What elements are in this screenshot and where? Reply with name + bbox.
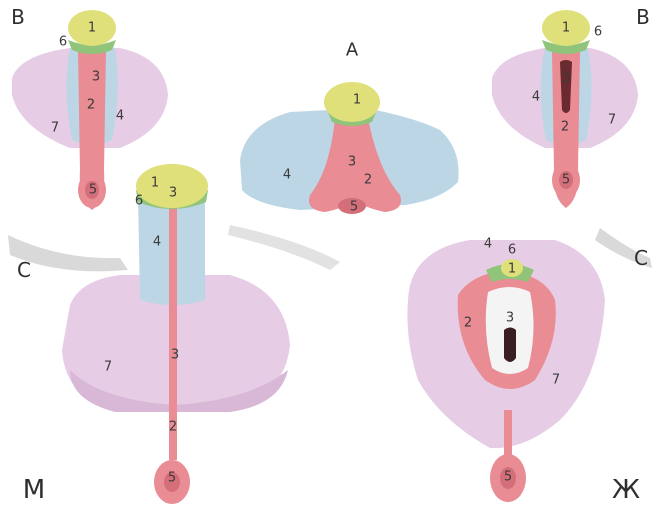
stage-female: 1 4 6 2 3 7 5 bbox=[407, 237, 605, 503]
label-5: 5 bbox=[504, 470, 512, 485]
stage-male: 1 3 6 4 3 7 2 5 bbox=[62, 164, 290, 504]
label-6: 6 bbox=[508, 243, 516, 258]
label-5: 5 bbox=[562, 173, 570, 188]
label-3b: 3 bbox=[171, 348, 179, 363]
label-4: 4 bbox=[153, 235, 161, 250]
label-3: 3 bbox=[562, 71, 570, 86]
panel-letter-top-center: А bbox=[346, 40, 359, 61]
label-6: 6 bbox=[135, 194, 143, 209]
label-3: 3 bbox=[506, 311, 514, 326]
label-7: 7 bbox=[608, 113, 616, 128]
label-5: 5 bbox=[168, 471, 176, 486]
stage-a-indifferent: 1 3 2 4 5 bbox=[240, 82, 459, 215]
stage-b-right: 1 6 3 4 2 7 5 bbox=[492, 10, 638, 208]
urethral-slit bbox=[560, 60, 572, 113]
label-2: 2 bbox=[364, 173, 372, 188]
label-2: 2 bbox=[169, 420, 177, 435]
label-3: 3 bbox=[348, 155, 356, 170]
label-1: 1 bbox=[151, 176, 159, 191]
panel-letter-mid-right: С bbox=[634, 246, 648, 270]
panel-letter-top-right: В bbox=[636, 5, 650, 29]
label-4: 4 bbox=[532, 90, 540, 105]
panel-letter-mid-left: С bbox=[17, 258, 31, 282]
label-7: 7 bbox=[51, 121, 59, 136]
label-2: 2 bbox=[561, 120, 569, 135]
label-7: 7 bbox=[104, 360, 112, 375]
panel-letter-bottom-right: Ж bbox=[612, 475, 640, 505]
perineal-raphe bbox=[504, 410, 512, 460]
label-5: 5 bbox=[350, 200, 358, 215]
shadow-center bbox=[228, 225, 340, 270]
label-1: 1 bbox=[508, 262, 516, 277]
label-6: 6 bbox=[59, 35, 67, 50]
label-7: 7 bbox=[552, 373, 560, 388]
label-1: 1 bbox=[353, 93, 361, 108]
label-6: 6 bbox=[594, 25, 602, 40]
panel-letter-bottom-left: М bbox=[23, 475, 45, 505]
label-4: 4 bbox=[484, 237, 492, 252]
label-4: 4 bbox=[116, 109, 124, 124]
label-5: 5 bbox=[89, 183, 97, 198]
vaginal-opening bbox=[504, 328, 516, 363]
label-2: 2 bbox=[464, 316, 472, 331]
panel-letter-top-left: В bbox=[11, 5, 25, 29]
label-2: 2 bbox=[87, 98, 95, 113]
label-3: 3 bbox=[92, 70, 100, 85]
label-1: 1 bbox=[88, 21, 96, 36]
label-3: 3 bbox=[169, 186, 177, 201]
label-1: 1 bbox=[562, 21, 570, 36]
label-4: 4 bbox=[283, 168, 291, 183]
